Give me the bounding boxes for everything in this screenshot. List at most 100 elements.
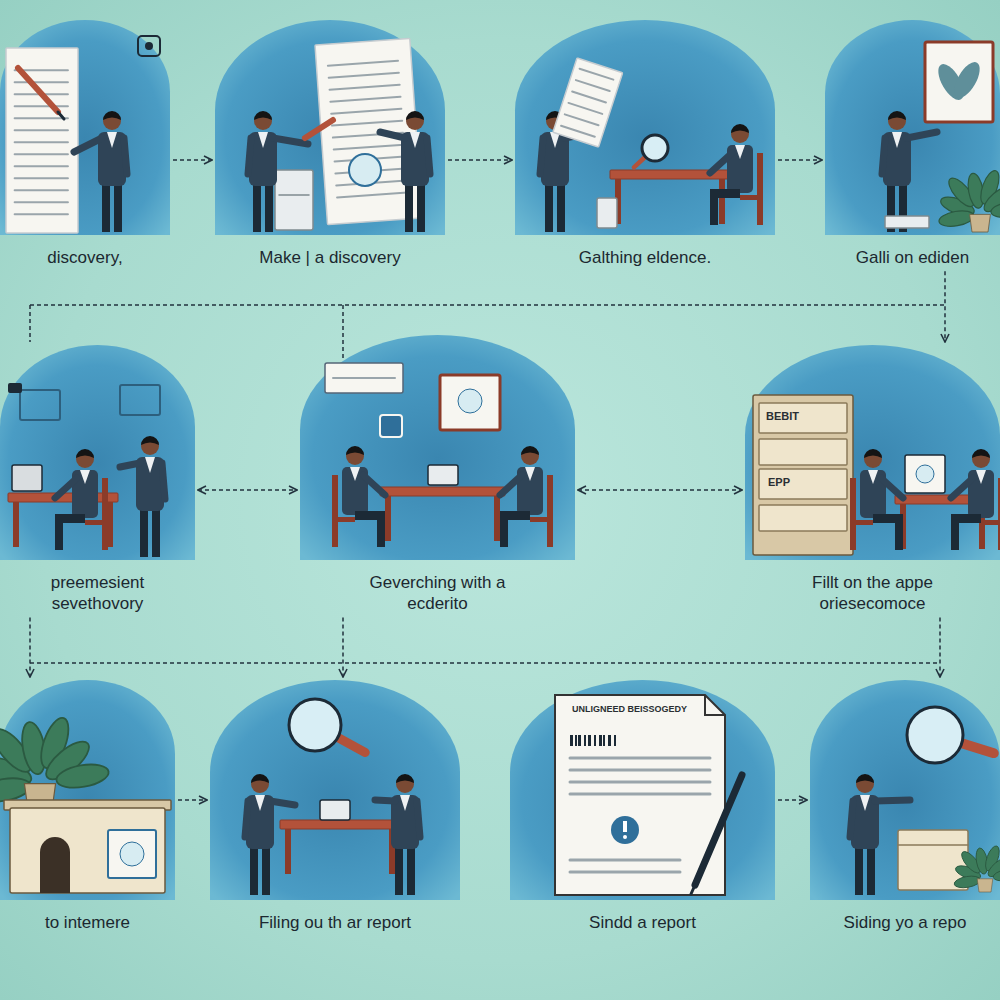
- panel-shape: [810, 680, 1000, 900]
- scene: [0, 715, 171, 893]
- flow-arrow: [29, 618, 31, 678]
- illustration-part: [251, 774, 269, 783]
- desk: [280, 820, 400, 874]
- flow-arrow: [178, 799, 207, 801]
- illustration-part: [731, 125, 749, 143]
- illustration-part: [102, 478, 108, 550]
- illustration-part: [860, 795, 870, 811]
- scene: [555, 695, 742, 895]
- illustration-part: [599, 735, 602, 746]
- person-figure: [375, 774, 420, 895]
- step-caption: Sindd a report: [523, 912, 763, 933]
- illustration-part: [124, 138, 127, 174]
- panel-shape: [825, 20, 1000, 235]
- illustration-part: [320, 800, 350, 820]
- illustration-part: [15, 117, 68, 119]
- illustration-part: [608, 735, 611, 746]
- seated-figure: [500, 446, 553, 547]
- illustration-part: [406, 112, 424, 130]
- illustration-part: [597, 198, 617, 228]
- illustration-part: [58, 112, 64, 119]
- illustration-part: [8, 383, 22, 393]
- flow-arrow: [778, 799, 807, 801]
- panel-shape: [215, 20, 445, 235]
- illustration-part: [55, 514, 63, 550]
- illustration-part: [710, 153, 732, 173]
- illustration-part: [949, 58, 985, 102]
- illustration-part: [330, 97, 400, 102]
- illustration-part: [410, 132, 420, 148]
- seated-figure: [55, 449, 108, 550]
- illustration-part: [614, 735, 616, 746]
- guide-line: [29, 305, 31, 342]
- person-figure: [248, 111, 308, 232]
- illustration-part: [248, 138, 251, 174]
- illustration-part: [972, 449, 990, 458]
- plant-icon: [0, 715, 110, 810]
- step-caption: Galli on ediden: [830, 247, 995, 268]
- scene: [540, 58, 763, 232]
- illustration-part: [375, 800, 395, 801]
- illustration-part: [568, 103, 602, 114]
- illustration-part: [578, 735, 581, 746]
- illustration-part: [40, 837, 70, 893]
- illustration-part: [977, 879, 993, 892]
- illustration-part: [951, 514, 959, 550]
- illustration-part: [853, 520, 873, 525]
- flow-arrow: [778, 159, 822, 161]
- magnifier-icon: [907, 707, 994, 763]
- illustration-part: [981, 520, 1000, 525]
- panel-shape: [0, 345, 195, 560]
- illustration-part: [120, 842, 144, 866]
- illustration-part: [380, 132, 405, 138]
- illustration-part: [998, 478, 1000, 550]
- plant-icon: [938, 168, 1000, 232]
- illustration-part: [80, 470, 90, 484]
- step-caption: Siding yo a repo: [815, 912, 995, 933]
- illustration-part: [881, 478, 903, 498]
- illustration-part: [623, 835, 627, 839]
- scene: [882, 42, 1000, 232]
- illustration-part: [141, 437, 159, 455]
- illustration-part: [120, 385, 160, 415]
- flow-arrow: [173, 159, 212, 161]
- person-figure: [120, 436, 165, 557]
- illustration-part: [138, 36, 160, 56]
- illustration-part: [74, 138, 102, 152]
- guide-line: [30, 662, 940, 664]
- illustration-part: [938, 208, 975, 228]
- illustration-part: [102, 180, 110, 232]
- tag-label-box: EPP: [768, 476, 848, 489]
- illustration-part: [570, 781, 710, 784]
- illustration-part: [255, 795, 265, 811]
- illustration-part: [856, 774, 874, 783]
- person-figure: [882, 111, 937, 232]
- panel-illustration: [300, 335, 575, 560]
- illustration-part: [332, 475, 338, 547]
- process-panel: Make | a discovery: [215, 20, 445, 268]
- illustration-part: [280, 820, 400, 829]
- illustration-part: [55, 761, 111, 791]
- illustration-part: [20, 390, 60, 420]
- illustration-part: [15, 165, 68, 167]
- guide-line: [30, 304, 945, 306]
- illustration-part: [428, 465, 458, 485]
- illustration-part: [588, 735, 591, 746]
- illustration-part: [396, 774, 414, 783]
- panel-shape: [510, 680, 775, 900]
- illustration-part: [759, 469, 847, 499]
- seated-figure: [332, 446, 385, 547]
- illustration-part: [561, 126, 595, 137]
- illustration-part: [330, 85, 400, 90]
- illustration-part: [15, 81, 68, 83]
- process-panel: Geverching with a ecderito: [300, 335, 575, 615]
- illustration-part: [15, 105, 68, 107]
- illustration-part: [107, 132, 117, 148]
- panel-shape: [300, 335, 575, 560]
- illustration-part: [120, 463, 140, 467]
- illustration-part: [258, 132, 268, 148]
- scene: [8, 383, 165, 557]
- illustration-part: [888, 111, 906, 120]
- flow-arrow: [939, 618, 941, 678]
